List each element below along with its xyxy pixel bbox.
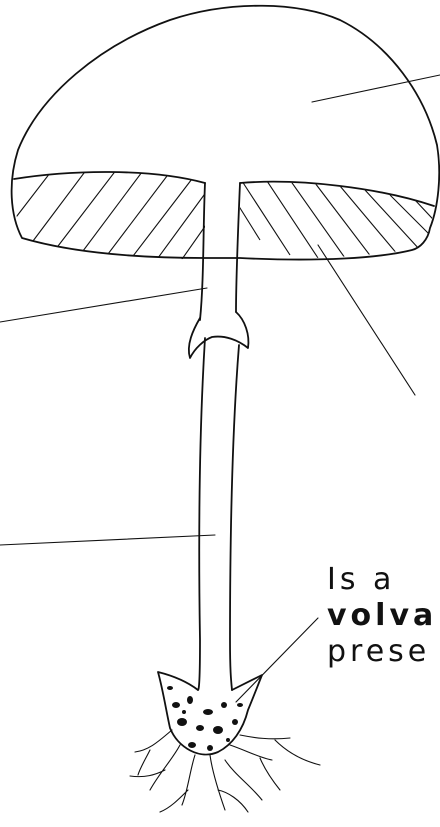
upper-stem (200, 183, 240, 320)
gills-hatching (10, 160, 440, 262)
question-line-3: prese (327, 634, 440, 670)
roots (130, 730, 320, 812)
volva-question: Is a volva prese (327, 562, 440, 670)
leader-cap (312, 75, 440, 102)
question-line-2-volva: volva (327, 598, 440, 634)
cap-underside-line (14, 172, 434, 206)
question-line-1: Is a (327, 562, 440, 598)
lower-stem (198, 338, 239, 690)
cap-outline (12, 6, 440, 260)
leader-volva (236, 618, 318, 702)
leader-ring (0, 288, 207, 322)
leader-gills (318, 245, 415, 395)
ring (189, 312, 249, 358)
leader-stem (0, 535, 215, 545)
